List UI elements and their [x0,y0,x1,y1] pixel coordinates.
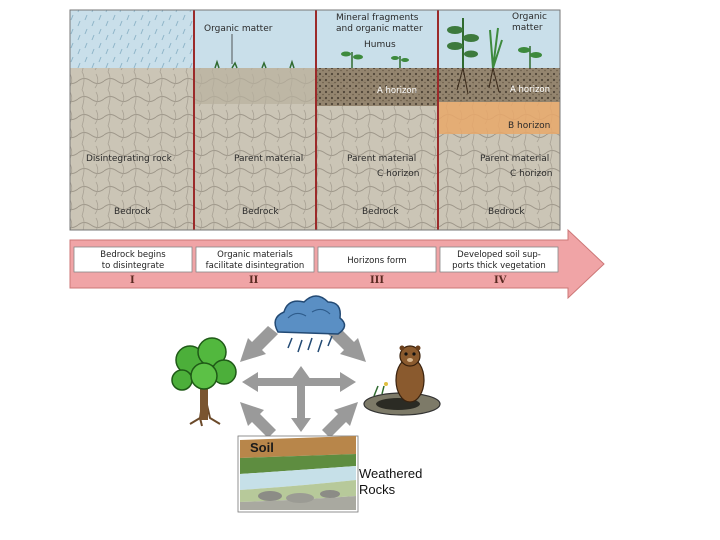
stage4-sky-label-0: Organic [512,12,547,22]
stage3-sky-label-2: Humus [364,40,396,50]
caption-box-3 [317,246,437,273]
stage4-side-label-2: Parent material [480,154,549,164]
stage2-numeral: II [249,275,259,286]
stage3-bedrock-label: Bedrock [362,207,399,217]
stage4-side-label-0: A horizon [510,85,550,95]
cycle-arrows [240,326,366,438]
seedling-icon [341,51,409,68]
tree-icon [171,337,237,427]
stage2-caption-1: facilitate disintegration [206,261,305,271]
diagram-border [69,9,561,231]
caption-box-2 [195,246,315,273]
stage4-side-label-1: B horizon [508,121,550,131]
stage4-caption-0: Developed soil sup- [457,250,541,260]
stage1-numeral: I [130,275,135,286]
weathered-label-line1: Weathered [359,466,422,481]
stage3-a-horizon [316,68,438,106]
groundhog-icon [363,345,441,416]
stage4-b-horizon [438,102,560,134]
stage1-bedrock-label: Bedrock [114,207,151,217]
stage2-weathered-layer [194,68,316,104]
stage3-numeral: III [370,275,384,286]
stage4-sky-label-1: matter [512,23,543,33]
stage2-side-label-0: Parent material [234,154,303,164]
stage1-caption-1: to disintegrate [102,261,164,271]
stage3-caption-0: Horizons form [347,256,406,266]
stage1-side-label-0: Disintegrating rock [86,154,173,164]
soil-label: Soil [250,440,274,455]
caption-box-4 [439,246,559,273]
stage3-sky-label-0: Mineral fragments [336,13,419,23]
stage3-side-label-1: Parent material [347,154,416,164]
stage3-side-label-0: A horizon [377,86,417,96]
stage2-sky-label-0: Organic matter [204,24,273,34]
stage4-side-label-3: C horizon [510,169,553,179]
rain-cloud-icon [274,295,346,353]
plants-icon [447,18,542,95]
stage2-caption-0: Organic materials [217,250,293,260]
soil-layers-icon [237,435,359,513]
stage4-bedrock-label: Bedrock [488,207,525,217]
stage4-numeral: IV [494,275,507,286]
stage4-caption-1: ports thick vegetation [452,261,546,271]
stage1-caption-0: Bedrock begins [100,250,166,260]
stage3-side-label-2: C horizon [377,169,420,179]
weathered-label-line2: Rocks [359,482,396,497]
stage3-sky-label-1: and organic matter [336,24,423,34]
moss-icon [214,59,295,69]
rain-area [70,10,194,68]
caption-box-1 [73,246,193,273]
stage2-bedrock-label: Bedrock [242,207,279,217]
